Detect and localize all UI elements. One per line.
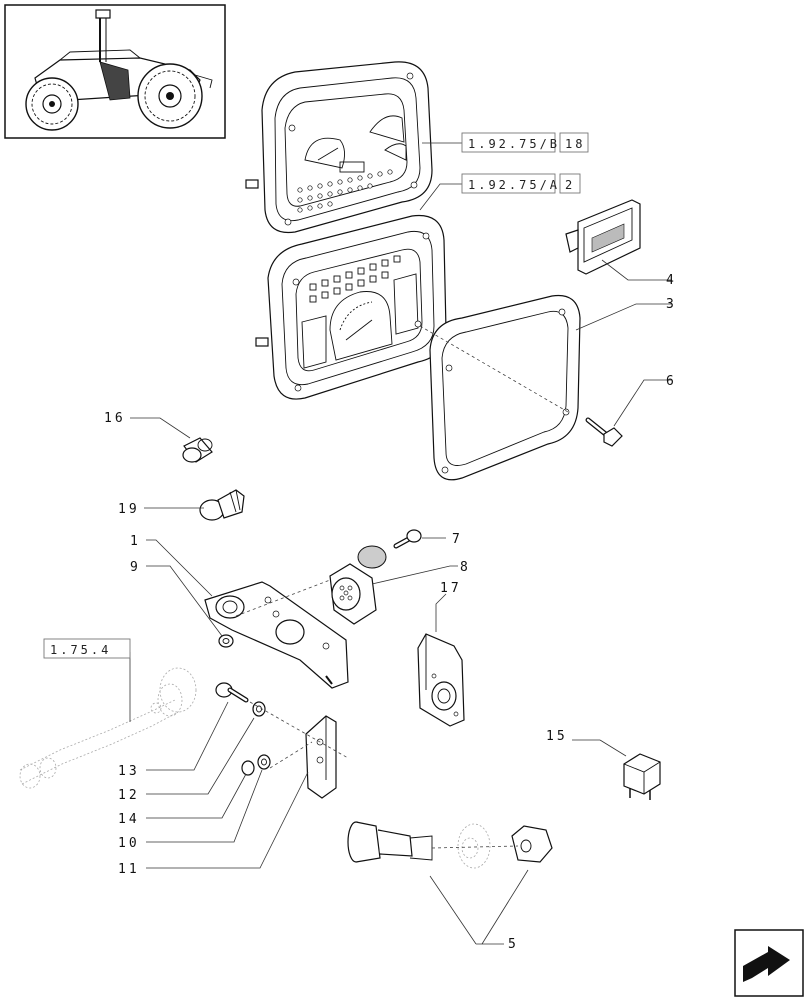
- callout-12: 12: [118, 788, 140, 803]
- callout-7: 7: [452, 532, 463, 547]
- washer-part-12: [252, 701, 266, 717]
- tractor-thumbnail-icon: [4, 4, 226, 139]
- cable-harness-ghost: [19, 667, 197, 789]
- screw-part-6: [585, 417, 623, 447]
- bracket-part-17: [417, 633, 465, 727]
- lamp-part-4: [565, 199, 641, 275]
- callout-14: 14: [118, 812, 140, 827]
- callout-1: 1: [130, 534, 141, 549]
- svg-text:1.92.75/B: 1.92.75/B: [468, 137, 560, 151]
- nut-part-14: [241, 760, 255, 776]
- callout-3: 3: [666, 297, 677, 312]
- callout-16: 16: [104, 411, 126, 426]
- callout-6: 6: [666, 374, 677, 389]
- callout-19: 19: [118, 502, 140, 517]
- socket-part-5: [347, 821, 553, 869]
- washer-part-9: [218, 634, 234, 648]
- screw-part-13: [215, 682, 249, 703]
- next-page-arrow-icon[interactable]: [734, 929, 804, 997]
- callout-17: 17: [440, 581, 462, 596]
- callout-4: 4: [666, 273, 677, 288]
- relay-part-15: [623, 753, 661, 800]
- instrument-cluster-b: [245, 61, 433, 234]
- plug-part-19: [199, 489, 245, 521]
- bracket-part-11: [305, 715, 337, 799]
- svg-text:1.92.75/A: 1.92.75/A: [468, 178, 560, 192]
- callout-5: 5: [508, 937, 519, 952]
- svg-text:2: 2: [565, 178, 575, 192]
- screw-part-7: [393, 529, 422, 549]
- reference-box-1-75-4[interactable]: 1.75.4: [43, 638, 131, 659]
- reference-box-1-92-75-a[interactable]: 1.92.75/A 2: [461, 173, 581, 194]
- washer-part-10: [257, 754, 271, 770]
- callout-10: 10: [118, 836, 140, 851]
- cap-part-16: [182, 437, 213, 463]
- gasket-part-3: [429, 294, 581, 481]
- callout-11: 11: [118, 862, 140, 877]
- callout-13: 13: [118, 764, 140, 779]
- bracket-plate-part-1: [204, 581, 349, 689]
- callout-9: 9: [130, 560, 141, 575]
- instrument-cluster-a: [255, 214, 447, 400]
- svg-text:18: 18: [565, 137, 585, 151]
- reference-box-1-92-75-b[interactable]: 1.92.75/B 18: [461, 132, 589, 153]
- callout-15: 15: [546, 729, 568, 744]
- callout-8: 8: [460, 560, 471, 575]
- svg-text:1.75.4: 1.75.4: [50, 643, 111, 657]
- socket-part-8: [329, 545, 387, 625]
